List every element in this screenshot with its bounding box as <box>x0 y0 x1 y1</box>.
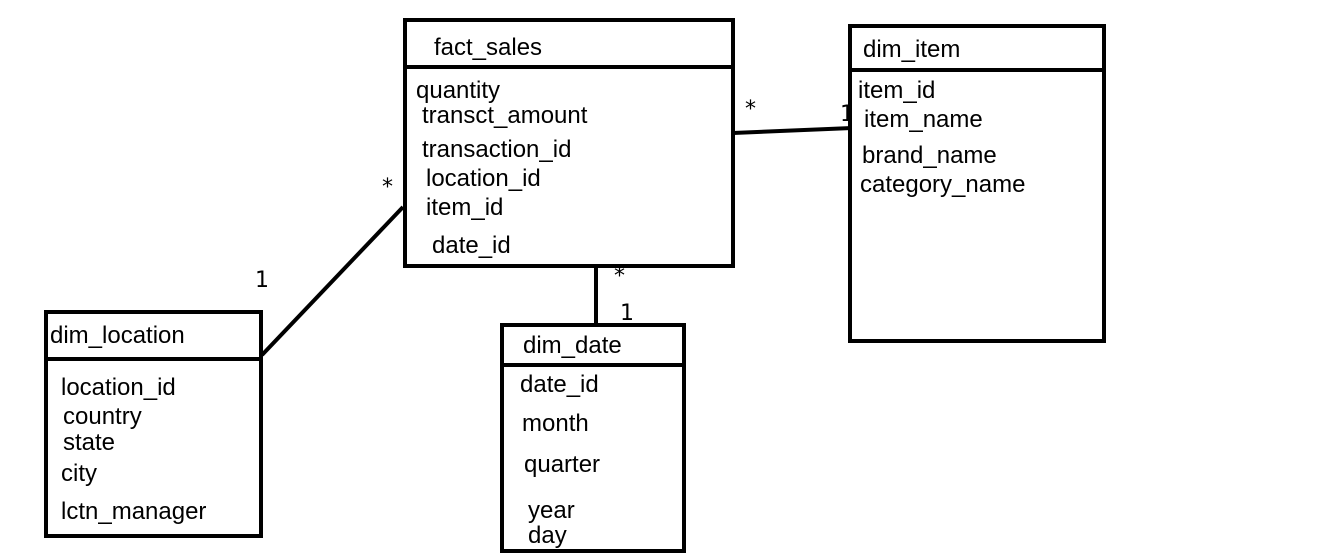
attribute-country: country <box>63 403 142 430</box>
attribute-location-id: location_id <box>61 374 176 401</box>
attribute-category-name: category_name <box>860 171 1026 198</box>
entity-fact-sales[interactable]: fact_sales quantity transct_amount trans… <box>403 18 735 268</box>
entity-dim-item[interactable]: dim_item item_id item_name brand_name ca… <box>848 24 1106 343</box>
attribute-transaction-id: transaction_id <box>422 136 572 163</box>
cardinality-fact-to-item: * <box>745 97 756 122</box>
cardinality-date-side: 1 <box>620 301 634 326</box>
cardinality-fact-to-date: * <box>614 264 625 289</box>
entity-dim-date-title: dim_date <box>523 332 622 359</box>
relationship-line-fact-location <box>260 205 405 357</box>
entity-dim-location-header <box>48 314 259 361</box>
attribute-item-id: item_id <box>426 194 504 221</box>
attribute-month: month <box>522 410 589 437</box>
entity-dim-location[interactable]: dim_location location_id country state c… <box>44 310 263 538</box>
entity-dim-date-header <box>504 327 682 367</box>
entity-fact-sales-header <box>407 22 731 69</box>
attribute-item-name: item_name <box>864 106 983 133</box>
entity-dim-date[interactable]: dim_date date_id month quarter year day <box>500 323 686 553</box>
attribute-year: year <box>528 497 575 524</box>
cardinality-location-side: 1 <box>255 268 269 293</box>
entity-dim-item-header <box>852 28 1102 72</box>
attribute-transct-amount: transct_amount <box>422 102 588 129</box>
cardinality-fact-to-location: * <box>382 175 393 200</box>
attribute-state: state <box>63 429 116 456</box>
entity-fact-sales-title: fact_sales <box>434 34 543 61</box>
relationship-line-fact-item <box>732 126 853 135</box>
attribute-item-id: item_id <box>858 77 936 104</box>
attribute-brand-name: brand_name <box>862 142 997 169</box>
attribute-location-id: location_id <box>426 165 541 192</box>
attribute-lctn-manager: lctn_manager <box>61 498 207 525</box>
entity-dim-item-title: dim_item <box>863 36 961 63</box>
attribute-day: day <box>528 522 567 549</box>
attribute-date-id: date_id <box>432 232 511 259</box>
attribute-city: city <box>61 460 97 487</box>
attribute-quantity: quantity <box>416 77 501 104</box>
entity-dim-location-title: dim_location <box>50 322 185 349</box>
attribute-quarter: quarter <box>524 451 601 478</box>
cardinality-item-side: 1 <box>840 102 854 127</box>
attribute-date-id: date_id <box>520 371 599 398</box>
